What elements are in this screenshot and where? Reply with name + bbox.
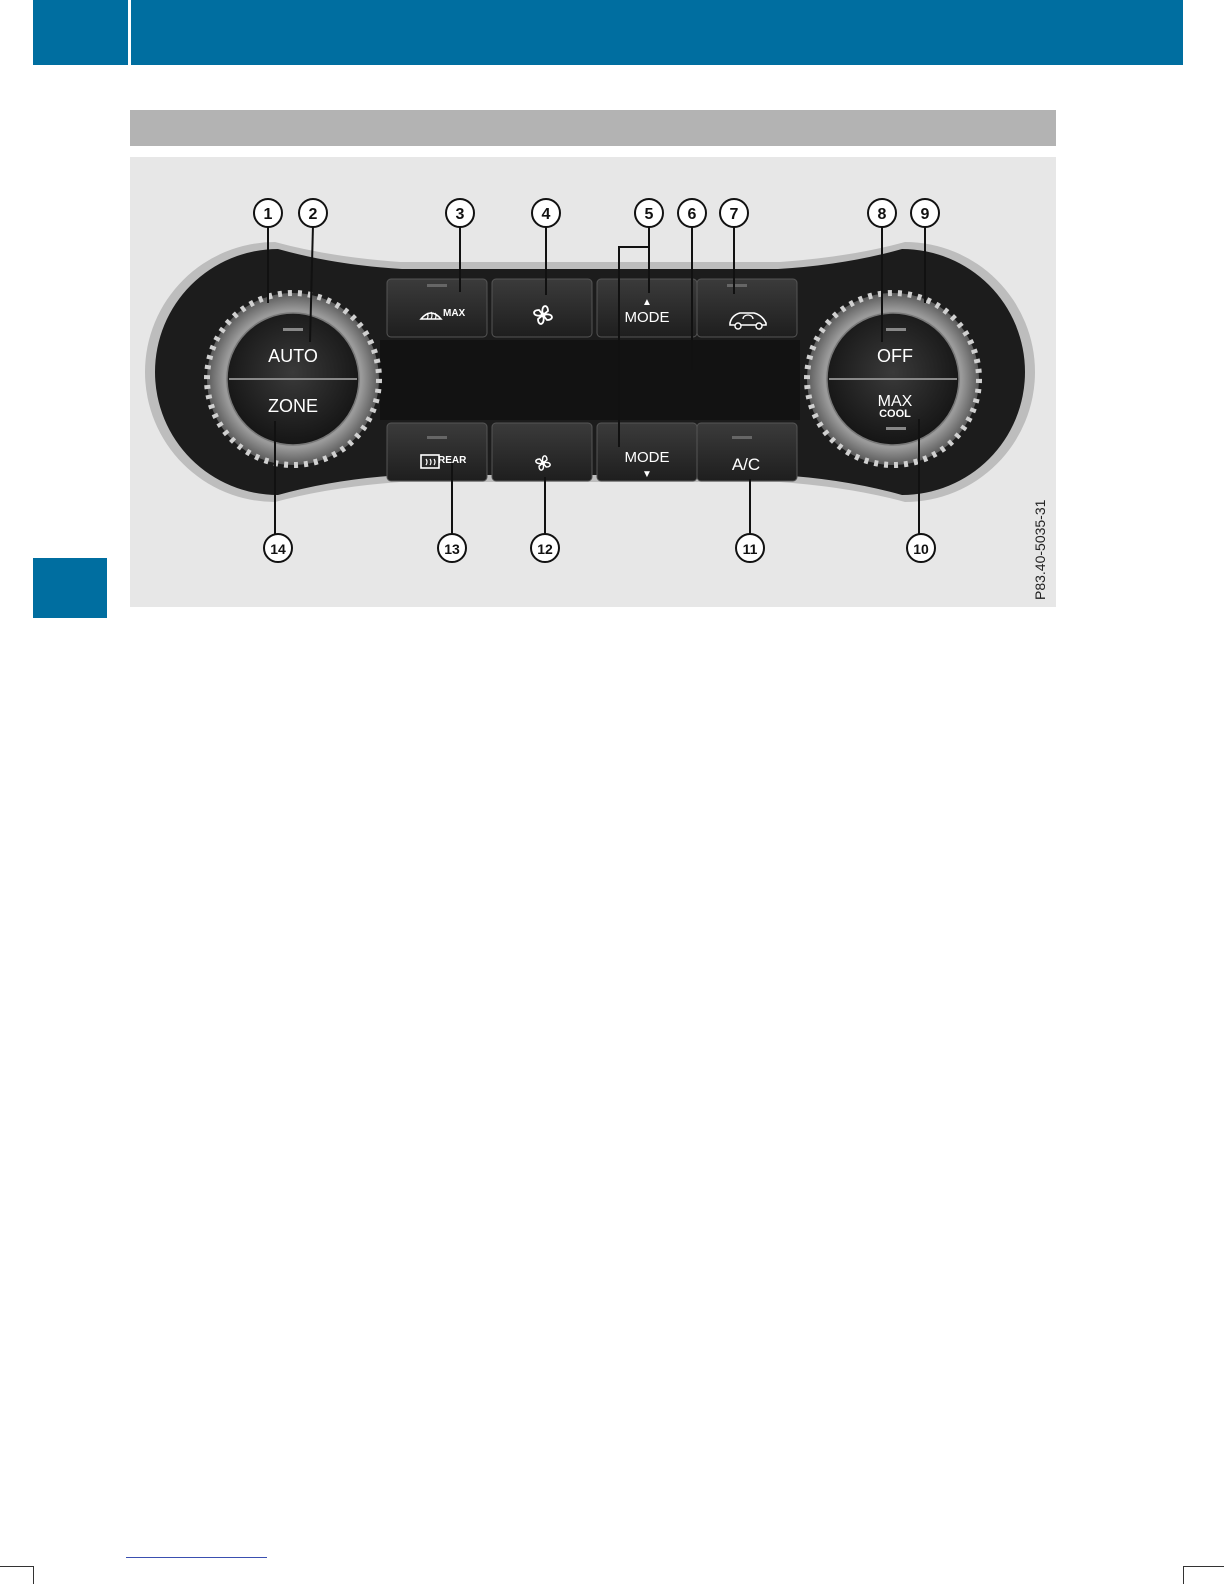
crop-mark	[1183, 1566, 1184, 1584]
auto-label: AUTO	[268, 346, 318, 366]
fan-decrease-button[interactable]	[492, 423, 592, 481]
display-window	[380, 340, 800, 420]
svg-text:10: 10	[913, 541, 929, 557]
callout-8: 8	[868, 199, 896, 227]
callout-10: 10	[907, 534, 935, 562]
callout-12: 12	[531, 534, 559, 562]
off-label: OFF	[877, 346, 913, 366]
section-title-bar	[130, 110, 1056, 146]
svg-text:12: 12	[537, 541, 553, 557]
zone-label: ZONE	[268, 396, 318, 416]
callout-11: 11	[736, 534, 764, 562]
defrost-max-label: MAX	[443, 308, 466, 319]
header-divider	[128, 0, 131, 65]
svg-text:9: 9	[921, 206, 930, 223]
climate-panel-illustration: AUTO ZONE OFF MAX COOL MAX ▲ MODE MODE ▼	[130, 157, 1056, 607]
ac-label: A/C	[732, 455, 760, 474]
callout-4: 4	[532, 199, 560, 227]
off-indicator-led	[886, 328, 906, 331]
recirculation-button[interactable]	[697, 279, 797, 337]
svg-text:14: 14	[270, 541, 286, 557]
indicator-led	[727, 284, 747, 287]
svg-text:8: 8	[878, 206, 887, 223]
mode-up-label: MODE	[625, 309, 670, 326]
svg-text:6: 6	[688, 206, 697, 223]
callout-3: 3	[446, 199, 474, 227]
header-bar	[33, 0, 1183, 65]
callout-5: 5	[635, 199, 663, 227]
indicator-led	[732, 436, 752, 439]
svg-text:2: 2	[309, 206, 318, 223]
callout-7: 7	[720, 199, 748, 227]
svg-text:4: 4	[542, 206, 551, 223]
footer-rule	[126, 1557, 267, 1558]
crop-mark	[1183, 1566, 1224, 1567]
svg-text:5: 5	[645, 206, 654, 223]
climate-control-figure: AUTO ZONE OFF MAX COOL MAX ▲ MODE MODE ▼	[130, 157, 1056, 607]
rear-defrost-button[interactable]	[387, 423, 487, 481]
defrost-max-button[interactable]	[387, 279, 487, 337]
cool-label: COOL	[879, 408, 911, 420]
svg-text:7: 7	[730, 206, 739, 223]
figure-reference-id: P83.40-5035-31	[1032, 500, 1048, 600]
mode-up-arrow: ▲	[642, 297, 652, 308]
right-temperature-knob[interactable]	[807, 293, 979, 465]
crop-mark	[0, 1566, 33, 1567]
callout-13: 13	[438, 534, 466, 562]
chapter-side-tab	[33, 558, 107, 618]
crop-mark	[33, 1566, 34, 1584]
svg-text:13: 13	[444, 541, 460, 557]
callout-9: 9	[911, 199, 939, 227]
indicator-led	[427, 436, 447, 439]
callout-1: 1	[254, 199, 282, 227]
callout-14: 14	[264, 534, 292, 562]
svg-text:11: 11	[743, 541, 758, 557]
mode-down-arrow: ▼	[642, 469, 652, 480]
mode-up-button[interactable]	[597, 279, 697, 337]
auto-indicator-led	[283, 328, 303, 331]
svg-text:3: 3	[456, 206, 465, 223]
indicator-led	[427, 284, 447, 287]
maxcool-indicator-led	[886, 427, 906, 430]
callout-2: 2	[299, 199, 327, 227]
callout-6: 6	[678, 199, 706, 227]
mode-down-label: MODE	[625, 449, 670, 466]
svg-text:1: 1	[264, 206, 273, 223]
left-temperature-knob[interactable]	[207, 293, 379, 465]
